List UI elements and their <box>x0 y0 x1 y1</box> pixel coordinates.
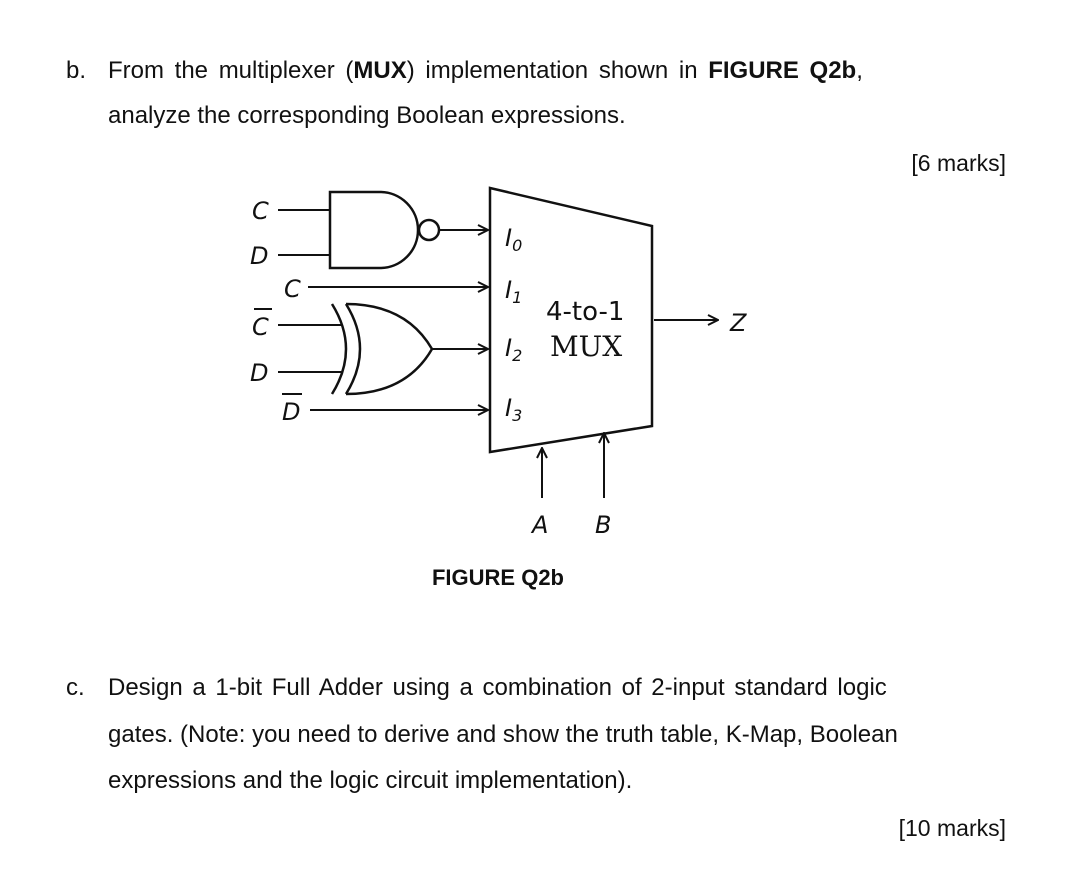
marks-c: [10 marks] <box>898 815 1006 841</box>
mux-i1-label: I1 <box>505 276 522 307</box>
marks-b: [6 marks] <box>911 150 1006 176</box>
nand-input-d-label: D <box>250 242 268 270</box>
question-b-letter: b. <box>66 57 87 84</box>
question-c-line-1: Design a 1-bit Full Adder using a combin… <box>108 674 887 701</box>
mux-block <box>488 186 654 454</box>
figure-ref-bold: FIGURE Q2b <box>708 57 857 84</box>
mux-i3-label: I3 <box>505 394 522 425</box>
question-c-line-3: expressions and the logic circuit implem… <box>108 767 633 794</box>
xor-input-cbar-label: C <box>252 313 269 341</box>
question-b-line-2: analyze the corresponding Boolean expres… <box>108 102 626 129</box>
mux-bold: MUX <box>353 57 407 84</box>
mux-circuit-figure: Z A B C D C C D D I0 I1 I2 I3 4-to-1 MUX <box>250 186 747 539</box>
question-c-letter: c. <box>66 674 85 701</box>
question-b-text-1: From the multiplexer ( <box>108 57 354 84</box>
mux-title-line-2: MUX <box>550 330 622 363</box>
question-b-line-1: From the multiplexer (MUX) implementatio… <box>108 56 863 86</box>
nand-gate <box>328 190 441 270</box>
i3-input-dbar-label: D <box>282 398 300 426</box>
question-b-comma: , <box>856 57 863 84</box>
select-b-label: B <box>595 511 611 539</box>
question-c-line-2: gates. (Note: you need to derive and sho… <box>108 721 898 748</box>
xor-gate <box>330 302 434 396</box>
mux-i0-label: I0 <box>505 224 522 255</box>
mux-title-line-1: 4-to-1 <box>546 297 624 327</box>
select-a-label: A <box>530 511 548 539</box>
xor-input-d-label: D <box>250 359 268 387</box>
figure-caption: FIGURE Q2b <box>431 565 564 590</box>
question-b-text-2: ) implementation shown in <box>406 57 709 84</box>
mux-i2-label: I2 <box>505 334 522 365</box>
i1-input-c-label: C <box>284 275 301 303</box>
output-z-label: Z <box>729 309 747 337</box>
nand-input-c-label: C <box>252 197 269 225</box>
